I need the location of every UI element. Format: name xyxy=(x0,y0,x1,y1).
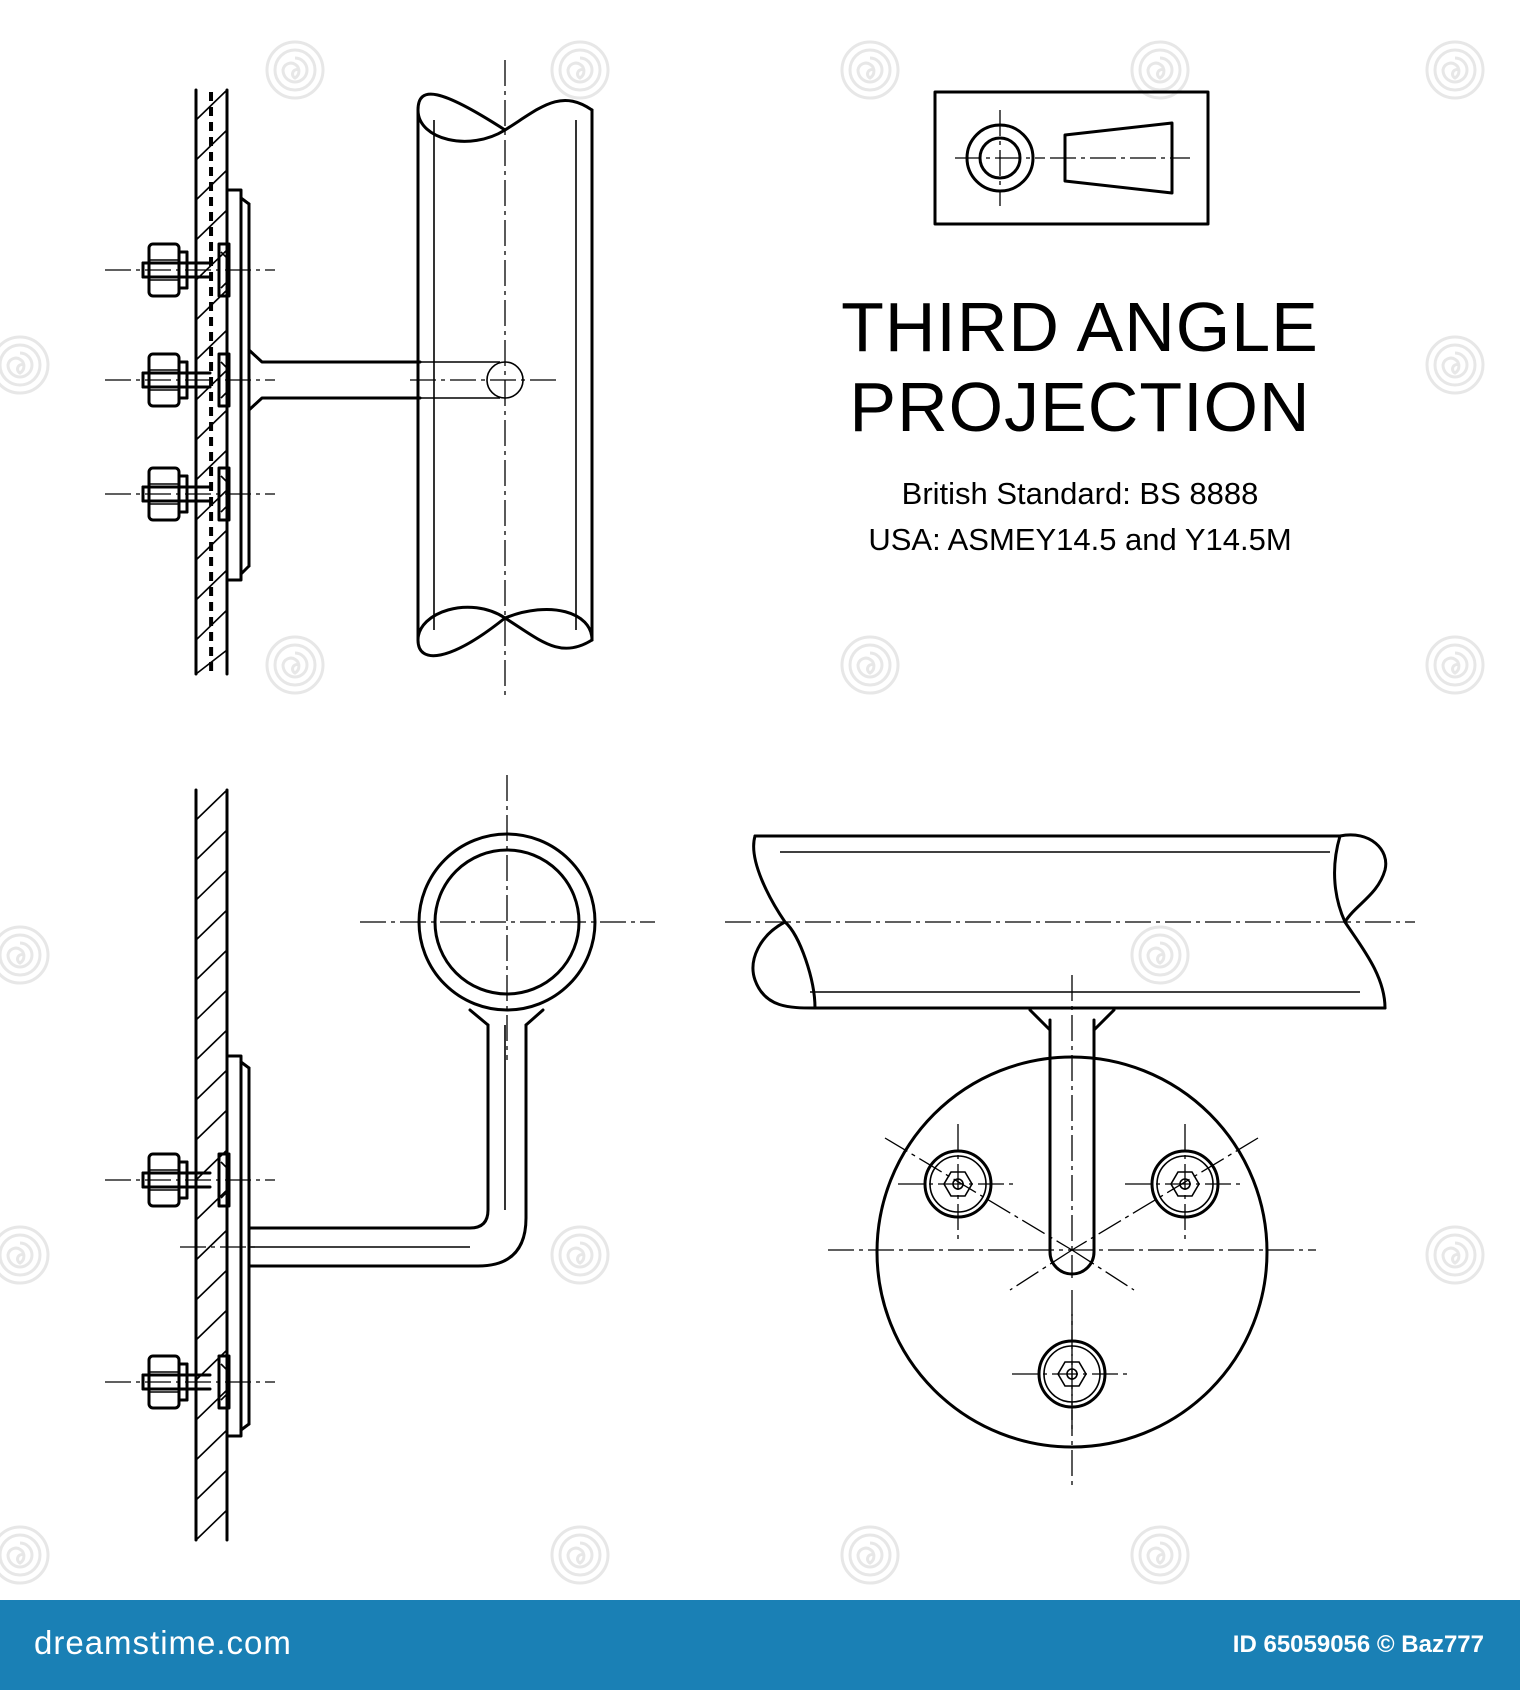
image-id-credit: ID 65059056 © Baz777 xyxy=(1232,1631,1484,1658)
brand-logo[interactable]: dreamstime.com xyxy=(34,1624,292,1661)
footer-bar: dreamstime.com ID 65059056 © Baz777 xyxy=(0,1600,1520,1690)
usa-standard-label: USA: ASMEY14.5 and Y14.5M xyxy=(868,522,1292,557)
top-view xyxy=(725,833,1415,1485)
title-line-2: PROJECTION xyxy=(849,368,1311,446)
side-view xyxy=(103,775,655,1542)
front-view xyxy=(103,60,594,700)
watermark-layer xyxy=(0,40,1485,1585)
title-line-1: THIRD ANGLE xyxy=(841,288,1319,366)
british-standard-label: British Standard: BS 8888 xyxy=(901,476,1259,511)
third-angle-projection-symbol-icon xyxy=(933,90,1210,226)
technical-drawing xyxy=(0,40,1485,1585)
